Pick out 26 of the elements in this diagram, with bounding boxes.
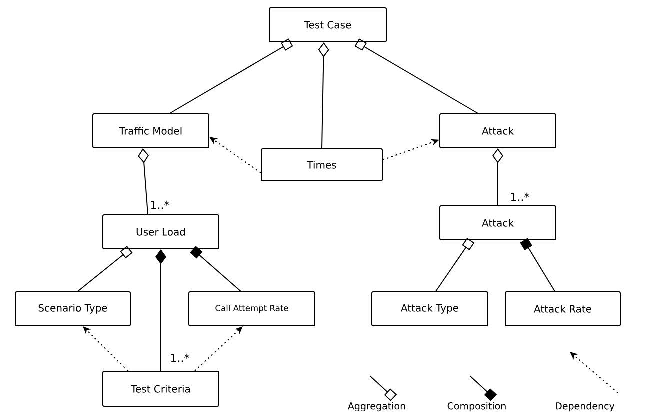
association-line [318, 42, 330, 149]
multiplicity-label: 1..* [149, 200, 171, 210]
legend-label: Composition [448, 402, 506, 412]
association-line [492, 148, 504, 206]
association-line [170, 38, 294, 114]
class-box: Times [261, 148, 383, 182]
association-line [78, 246, 133, 292]
class-box: Scenario Type [15, 292, 131, 326]
association-line [520, 238, 556, 292]
class-box: Test Case [269, 8, 387, 42]
class-box: Traffic Model [92, 114, 210, 148]
multiplicity-label: 1..* [509, 192, 531, 202]
class-box: Call Attempt Rate [188, 292, 316, 326]
class-box: Attack Type [372, 292, 488, 326]
class-box: User Load [102, 214, 220, 250]
association-line [354, 38, 478, 114]
dependency-arrow [83, 326, 128, 372]
class-box: Attack [440, 114, 556, 148]
legend-label: Aggregation [348, 402, 406, 412]
multiplicity-label: 1..* [169, 352, 191, 364]
class-box: Attack [440, 206, 556, 240]
class-box: Test Criteria [102, 371, 220, 407]
association-line [190, 246, 242, 292]
dependency-arrow [194, 326, 243, 372]
class-box: Attack Rate [505, 292, 621, 326]
legend-label: Dependency [556, 402, 615, 412]
